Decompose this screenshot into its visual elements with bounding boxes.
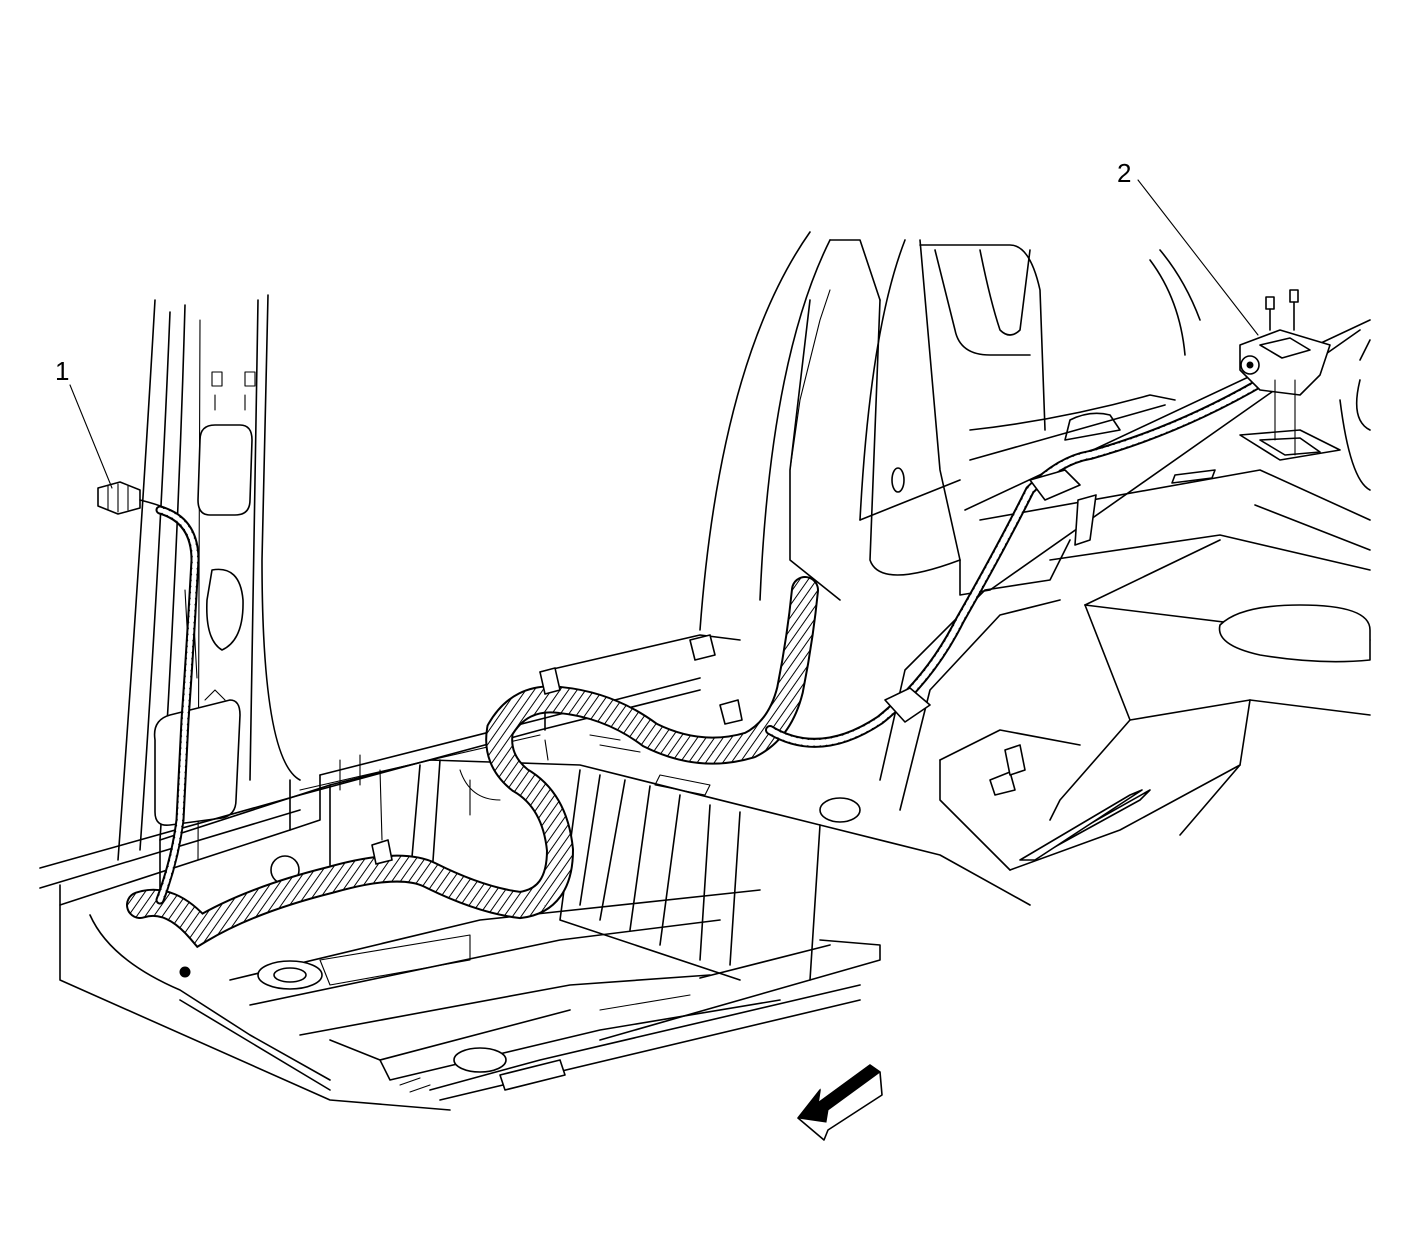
wiring-harness xyxy=(126,375,1270,949)
callout-2-leader xyxy=(1137,179,1259,336)
arrow-front-icon xyxy=(797,1064,883,1141)
rear-floor xyxy=(879,429,1371,871)
b-pillar xyxy=(117,294,301,861)
connector xyxy=(97,481,171,515)
ground-bracket xyxy=(1239,289,1331,456)
callout-2-label: 2 xyxy=(1117,158,1131,188)
callout-1-leader xyxy=(69,384,113,489)
callout-1-label: 1 xyxy=(55,356,69,386)
rear-quarter xyxy=(699,231,1371,631)
